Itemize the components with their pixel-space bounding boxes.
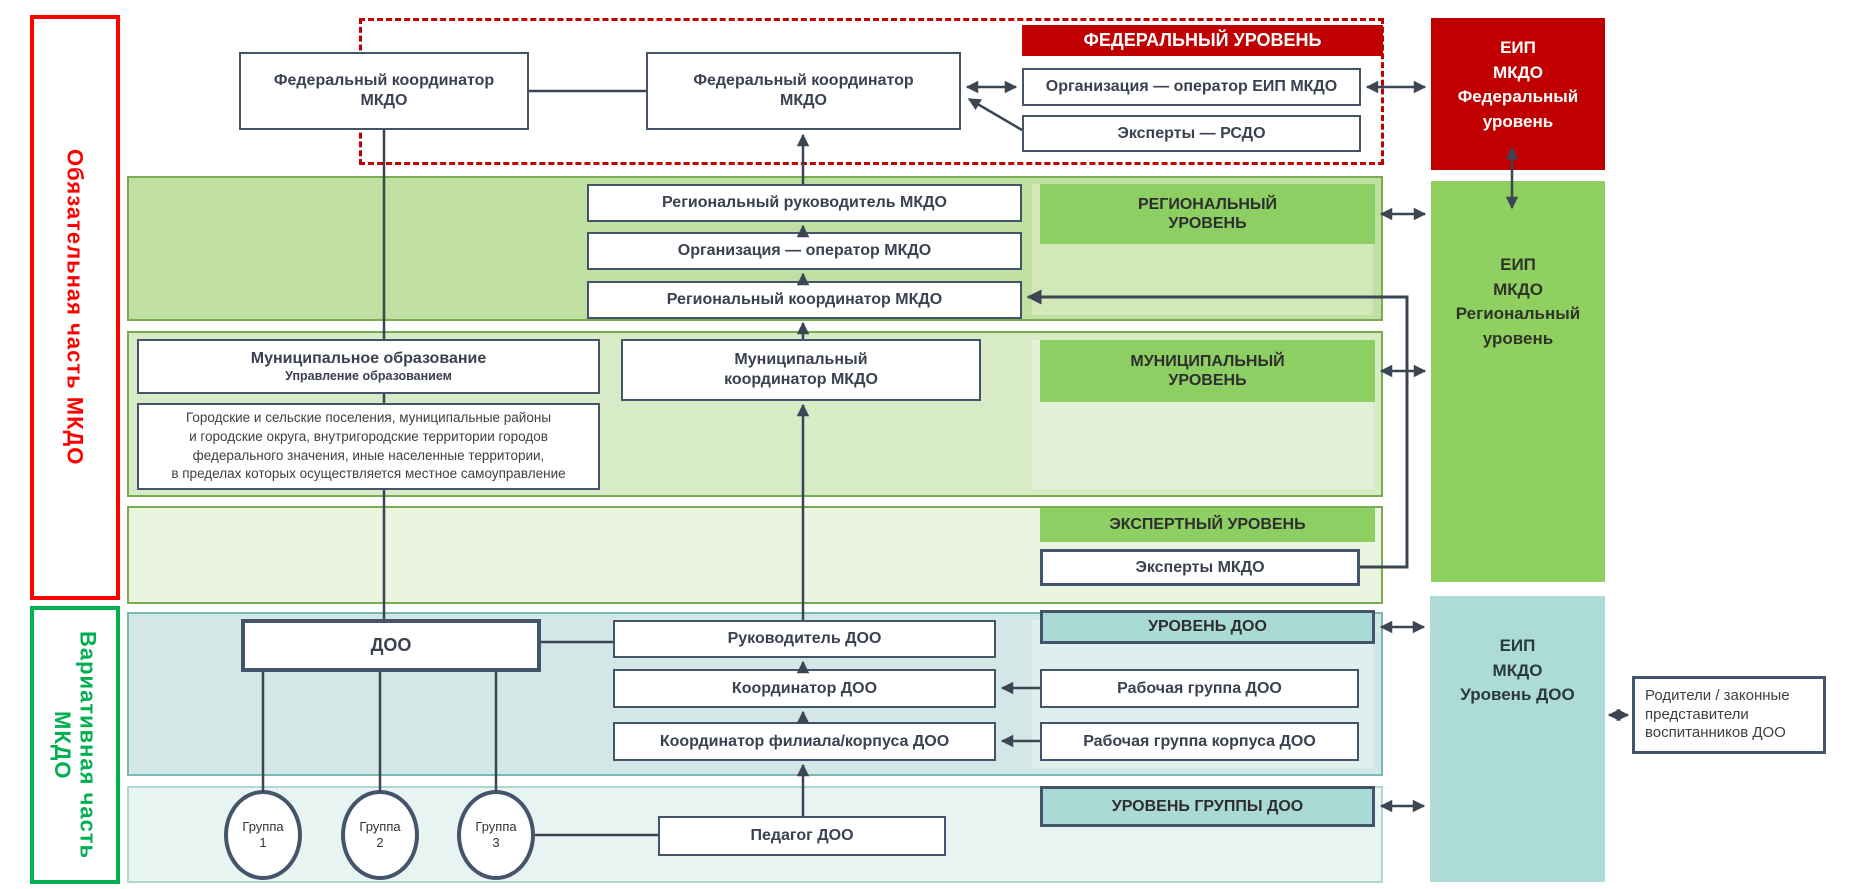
doo-branch-work-group-box[interactable]: Рабочая группа корпуса ДОО: [1040, 722, 1359, 761]
teacher-box[interactable]: Педагог ДОО: [658, 816, 946, 856]
eip-federal-box: ЕИП МКДО Федеральный уровень: [1431, 18, 1605, 170]
doo-level-header: УРОВЕНЬ ДОО: [1040, 610, 1375, 644]
regional-head-box[interactable]: Региональный руководитель МКДО: [587, 184, 1022, 222]
expert-level-header: ЭКСПЕРТНЫЙ УРОВЕНЬ: [1040, 508, 1375, 542]
doo-branch-coordinator-box[interactable]: Координатор филиала/корпуса ДОО: [613, 722, 996, 761]
eip-doo-box: ЕИП МКДО Уровень ДОО: [1430, 596, 1605, 882]
doo-box[interactable]: ДОО: [241, 619, 541, 672]
group-1-circle[interactable]: Группа 1: [224, 790, 302, 880]
municipal-entity-subtitle: Управление образованием: [285, 368, 452, 383]
federal-operator-box[interactable]: Организация — оператор ЕИП МКДО: [1022, 68, 1361, 106]
arrow-rsdo-to-fedcoord: [967, 97, 1023, 132]
regional-operator-box[interactable]: Организация — оператор МКДО: [587, 232, 1022, 270]
federal-experts-box[interactable]: Эксперты — РСДО: [1022, 115, 1361, 152]
regional-level-header: РЕГИОНАЛЬНЫЙ УРОВЕНЬ: [1040, 184, 1375, 244]
variative-part-label: Вариативная часть МКДО: [30, 606, 120, 884]
doo-head-box[interactable]: Руководитель ДОО: [613, 620, 996, 658]
regional-coordinator-box[interactable]: Региональный координатор МКДО: [587, 281, 1022, 319]
federal-level-header: ФЕДЕРАЛЬНЫЙ УРОВЕНЬ: [1022, 25, 1383, 56]
mandatory-part-label: Обязательная часть МКДО: [30, 15, 120, 600]
eip-regional-box: ЕИП МКДО Региональный уровень: [1431, 181, 1605, 582]
municipal-coordinator-box[interactable]: Муниципальный координатор МКДО: [621, 339, 981, 401]
parents-box: Родители / законные представители воспит…: [1632, 676, 1826, 754]
experts-box[interactable]: Эксперты МКДО: [1040, 549, 1360, 586]
municipal-level-header: МУНИЦИПАЛЬНЫЙ УРОВЕНЬ: [1040, 340, 1375, 402]
municipal-entity-box[interactable]: Муниципальное образование Управление обр…: [137, 339, 600, 394]
group-level-header: УРОВЕНЬ ГРУППЫ ДОО: [1040, 786, 1375, 827]
federal-coordinator-right-box[interactable]: Федеральный координатор МКДО: [646, 52, 961, 130]
municipal-entity-title: Муниципальное образование: [250, 350, 487, 368]
doo-work-group-box[interactable]: Рабочая группа ДОО: [1040, 669, 1359, 708]
federal-coordinator-left-box[interactable]: Федеральный координатор МКДО: [239, 52, 529, 130]
group-3-circle[interactable]: Группа 3: [457, 790, 535, 880]
arrow-experts-to-regcoord-elbow: [1026, 289, 1409, 569]
municipal-territories-box: Городские и сельские поселения, муниципа…: [137, 403, 600, 490]
